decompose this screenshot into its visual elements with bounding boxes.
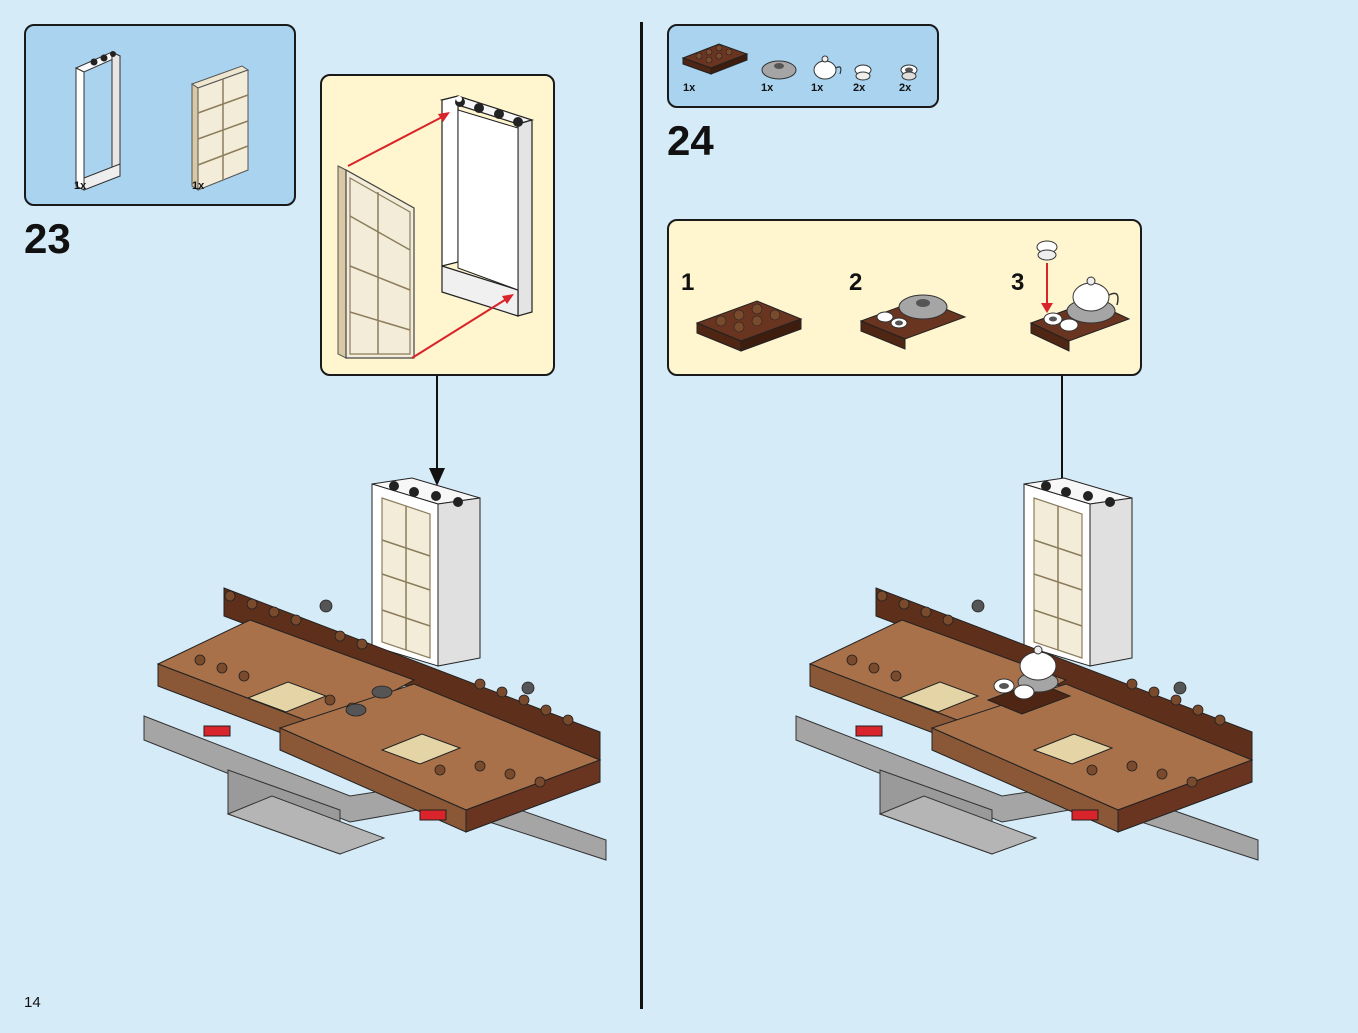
step23-down-arrow — [429, 376, 445, 486]
tan-window-pane-icon — [190, 65, 250, 191]
step24-part2-qty: 1x — [761, 82, 774, 94]
white-cup-gray-icon — [900, 64, 918, 81]
white-cup-icon — [854, 64, 872, 81]
step24-parts-callout: 1x 1x 1x 2x 2x — [667, 24, 939, 108]
step24-part1-qty: 1x — [683, 82, 696, 94]
substep-2-plate-with-cups — [859, 294, 967, 350]
substep-3-tea-set — [1029, 240, 1131, 352]
substep-1-plate — [695, 300, 803, 352]
step23-part1-qty: 1x — [74, 180, 87, 192]
step24-number: 24 — [667, 117, 714, 164]
step24-subassembly-callout: 1 2 3 — [667, 219, 1142, 376]
substep-2-number: 2 — [849, 269, 863, 296]
step23-subassembly-callout — [320, 74, 555, 376]
step24-part5-qty: 2x — [899, 82, 912, 94]
step23-main-model — [143, 477, 607, 861]
step-divider — [640, 22, 643, 1009]
brown-plate-icon — [681, 43, 749, 75]
white-door-frame-icon — [74, 51, 122, 191]
door-frame-assembly-diagram — [337, 95, 535, 359]
step23-part2-qty: 1x — [192, 180, 205, 192]
substep-1-number: 1 — [681, 269, 695, 296]
page-number: 14 — [24, 994, 41, 1011]
gray-round-plate-icon — [761, 60, 797, 80]
white-teapot-icon — [813, 55, 842, 80]
step24-main-model — [795, 477, 1259, 861]
step23-number: 23 — [24, 215, 71, 262]
step24-part4-qty: 2x — [853, 82, 866, 94]
substep-3-number: 3 — [1011, 269, 1025, 296]
step24-part3-qty: 1x — [811, 82, 824, 94]
step23-parts-callout: 1x 1x — [24, 24, 296, 206]
